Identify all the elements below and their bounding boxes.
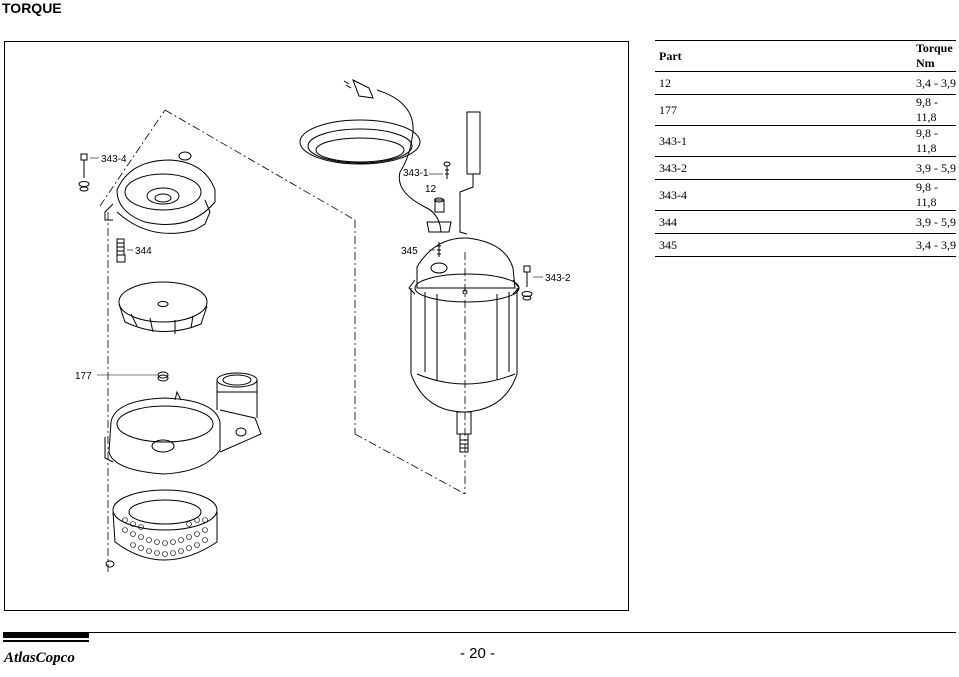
pump-casing-icon (104, 372, 262, 475)
float-switch-icon (459, 111, 481, 235)
column-header-part: Part (655, 40, 758, 72)
torque-cell: 3,4 - 3,9 (758, 233, 956, 257)
column-header-torque: Torque Nm (758, 40, 956, 72)
table-row: 343-1 9,8 - 11,8 (655, 125, 956, 157)
screw-343-1-icon (443, 161, 451, 179)
part-cell: 343-1 (655, 125, 758, 157)
part-cell: 12 (655, 71, 758, 95)
exploded-view-drawing: 343-4 344 343-1 12 345 343-2 177 (75, 78, 571, 572)
table-row: 344 3,9 - 5,9 (655, 210, 956, 234)
callout-345: 345 (401, 246, 418, 257)
table-header-row: Part Torque Nm (655, 40, 956, 72)
flange-housing-icon (104, 151, 216, 234)
exploded-view-figure: 343-4 344 343-1 12 345 343-2 177 (4, 41, 629, 611)
part-cell: 344 (655, 210, 758, 234)
part-cell: 343-2 (655, 156, 758, 180)
brand-name: AtlasCopco (3, 650, 75, 666)
callout-12: 12 (425, 184, 437, 195)
callout-343-1: 343-1 (403, 168, 429, 179)
callout-344: 344 (135, 246, 152, 257)
bolt-344-icon (116, 238, 126, 263)
strainer-icon (105, 489, 218, 568)
torque-cell: 3,9 - 5,9 (758, 210, 956, 234)
table-row: 343-4 9,8 - 11,8 (655, 179, 956, 211)
callout-177: 177 (75, 371, 92, 382)
table-row: 343-2 3,9 - 5,9 (655, 156, 956, 180)
torque-cell: 9,8 - 11,8 (758, 125, 956, 157)
cable-gland-12-icon (426, 197, 452, 233)
callout-343-4: 343-4 (101, 154, 127, 165)
atlas-copco-logo: AtlasCopco (3, 632, 89, 666)
footer-divider (4, 632, 956, 633)
table-row: 12 3,4 - 3,9 (655, 71, 956, 95)
part-cell: 345 (655, 233, 758, 257)
screw-343-2-icon (521, 265, 533, 301)
nut-177-icon (157, 371, 169, 382)
callout-343-2: 343-2 (545, 273, 571, 284)
part-cell: 343-4 (655, 179, 758, 211)
impeller-icon (118, 281, 208, 334)
torque-cell: 9,8 - 11,8 (758, 179, 956, 211)
page-number: - 20 - (460, 645, 496, 662)
page-title: TORQUE (2, 0, 62, 16)
motor-icon (408, 237, 520, 453)
torque-table: Part Torque Nm 12 3,4 - 3,9 177 9,8 - 11… (655, 40, 956, 257)
torque-cell: 3,9 - 5,9 (758, 156, 956, 180)
torque-cell: 3,4 - 3,9 (758, 71, 956, 95)
part-cell: 177 (655, 94, 758, 126)
bolt-343-4-icon (78, 153, 90, 192)
torque-cell: 9,8 - 11,8 (758, 94, 956, 126)
power-cable-icon (299, 78, 442, 233)
table-row: 177 9,8 - 11,8 (655, 94, 956, 126)
table-row: 345 3,4 - 3,9 (655, 233, 956, 257)
